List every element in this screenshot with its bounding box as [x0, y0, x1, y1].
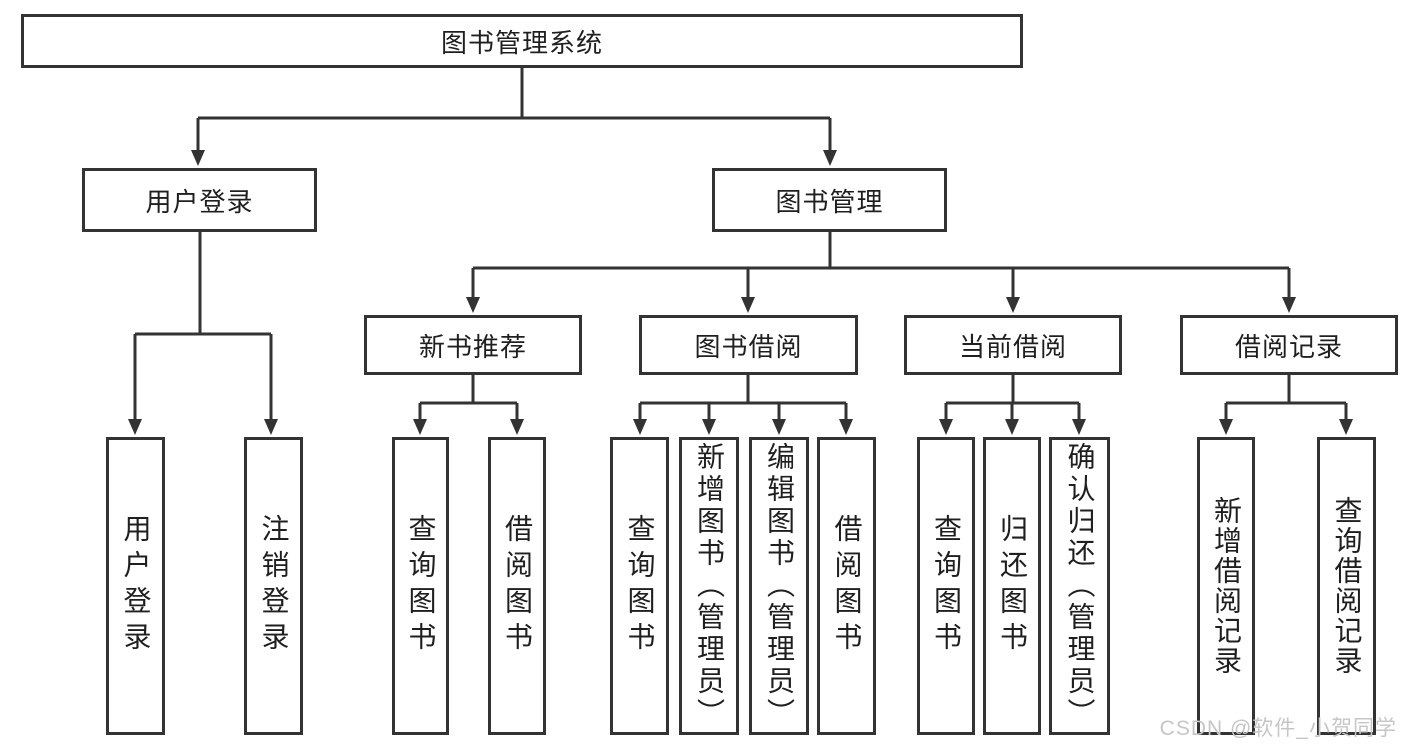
leaf-query-books-c: 查询图书 — [917, 437, 975, 735]
leaf-query-books-b: 查询图书 — [610, 437, 669, 735]
leaf-logout-label: 注销登录 — [258, 514, 290, 658]
node-new-book-recommend-label: 新书推荐 — [418, 331, 527, 362]
node-current-borrow: 当前借阅 — [904, 315, 1122, 375]
leaf-confirm-return-admin: 确认归还（管理员） — [1049, 437, 1110, 735]
leaf-query-books-a-label: 查询图书 — [405, 514, 437, 658]
node-borrow-record: 借阅记录 — [1180, 315, 1398, 375]
leaf-logout: 注销登录 — [244, 437, 303, 735]
leaf-add-book-admin: 新增图书（管理员） — [679, 437, 739, 735]
leaf-borrow-books-a-label: 借阅图书 — [502, 514, 533, 658]
node-book-management: 图书管理 — [712, 168, 947, 232]
node-user-login: 用户登录 — [82, 168, 317, 232]
leaf-query-books-a: 查询图书 — [392, 437, 449, 735]
leaf-user-login-label: 用户登录 — [120, 514, 152, 658]
node-root-label: 图书管理系统 — [440, 27, 603, 58]
csdn-watermark: CSDN @软件_小贺同学 — [1159, 717, 1397, 740]
node-current-borrow-label: 当前借阅 — [958, 331, 1067, 362]
leaf-edit-book-admin-label: 编辑图书（管理员） — [764, 442, 795, 730]
connector-path — [133, 68, 1348, 421]
leaf-borrow-books-b: 借阅图书 — [817, 437, 876, 735]
leaf-add-borrow-record-label: 新增借阅记录 — [1211, 496, 1242, 676]
node-root: 图书管理系统 — [21, 14, 1023, 68]
leaf-borrow-books-b-label: 借阅图书 — [831, 514, 863, 658]
leaf-add-book-admin-label: 新增图书（管理员） — [694, 442, 725, 730]
leaf-add-borrow-record: 新增借阅记录 — [1197, 437, 1255, 735]
leaf-edit-book-admin: 编辑图书（管理员） — [749, 437, 809, 735]
leaf-query-borrow-record: 查询借阅记录 — [1317, 437, 1376, 735]
node-borrow-record-label: 借阅记录 — [1234, 331, 1343, 362]
leaf-return-book: 归还图书 — [983, 437, 1041, 735]
leaf-return-book-label: 归还图书 — [997, 514, 1028, 658]
leaf-borrow-books-a: 借阅图书 — [488, 437, 546, 735]
node-user-login-label: 用户登录 — [145, 186, 254, 217]
node-book-management-label: 图书管理 — [775, 186, 884, 217]
leaf-query-books-b-label: 查询图书 — [624, 514, 656, 658]
node-new-book-recommend: 新书推荐 — [364, 315, 582, 375]
leaf-query-borrow-record-label: 查询借阅记录 — [1331, 496, 1363, 676]
leaf-confirm-return-admin-label: 确认归还（管理员） — [1064, 442, 1096, 730]
node-book-borrow: 图书借阅 — [639, 315, 858, 375]
leaf-user-login: 用户登录 — [106, 437, 165, 735]
leaf-query-books-c-label: 查询图书 — [931, 514, 962, 658]
node-book-borrow-label: 图书借阅 — [694, 331, 803, 362]
